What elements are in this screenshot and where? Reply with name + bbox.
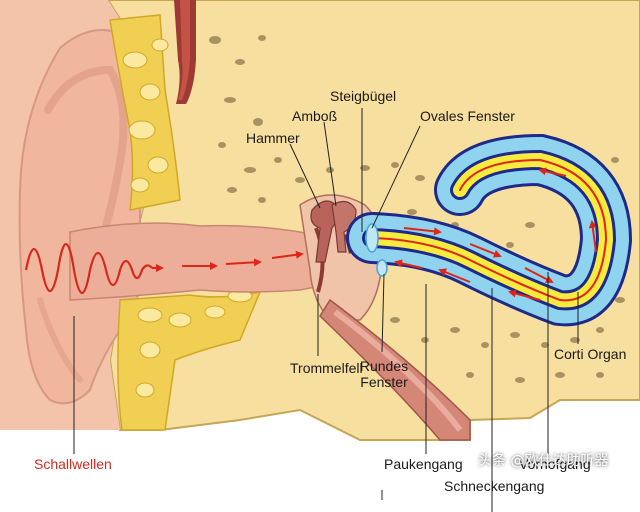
label-ovales-fenster: Ovales Fenster <box>420 108 515 124</box>
label-rundes-fenster-line1: Rundes <box>359 358 409 374</box>
cartilage-cells <box>122 38 169 193</box>
label-schneckengang: Schneckengang <box>444 478 545 494</box>
label-schallwellen: Schallwellen <box>34 456 112 472</box>
sound-wave <box>24 243 153 294</box>
label-rundes-fenster-line2: Fenster <box>360 374 408 390</box>
oval-window <box>365 223 379 253</box>
ear-canal <box>69 222 321 301</box>
round-window <box>376 259 388 277</box>
ossicle-anvil <box>331 200 357 253</box>
watermark: 头条 @欧仕达助听器 <box>478 453 609 469</box>
label-rundes-fenster: Rundes Fenster <box>356 358 412 390</box>
label-paukengang: Paukengang <box>384 456 463 472</box>
cartilage-lower <box>117 290 262 431</box>
label-vorhofgang: Vorhofgang <box>519 456 591 472</box>
eustachian-tube <box>319 298 471 441</box>
label-corti-organ: Corti Organ <box>554 346 627 362</box>
label-steigbuegel: Steigbügel <box>330 88 397 104</box>
leader-lines <box>73 108 579 512</box>
label-hammer: Hammer <box>246 130 300 146</box>
sound-arrows <box>152 167 597 301</box>
label-amboss: Amboß <box>292 108 338 124</box>
cochlea <box>346 133 633 327</box>
label-trommelfell: Trommelfell <box>290 360 363 376</box>
